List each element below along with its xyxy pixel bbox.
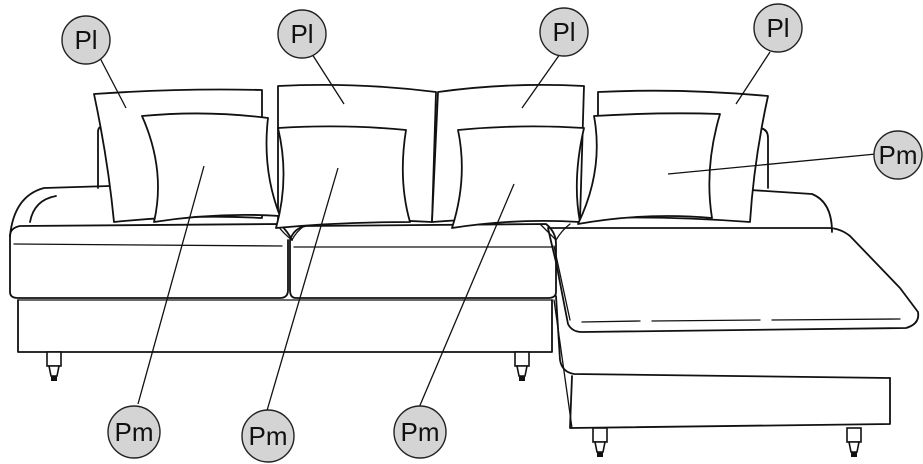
foot-front-left: [46, 351, 62, 381]
foot-front-mid: [514, 351, 530, 381]
leader-lines: [99, 51, 877, 415]
medium-pillow-4: [577, 112, 721, 225]
sofa-body: [9, 125, 920, 429]
callout-pm-right: Pm: [873, 130, 923, 180]
callout-label: Pl: [74, 25, 97, 55]
callout-label: Pm: [249, 421, 288, 451]
foot-chaise-left: [592, 427, 608, 457]
callout-pm-3: Pm: [393, 405, 447, 459]
callout-label: Pl: [552, 17, 575, 47]
callout-pl-2: Pl: [277, 9, 327, 59]
medium-pillows: [141, 112, 721, 229]
callout-pl-3: Pl: [539, 7, 589, 57]
callout-label: Pl: [766, 13, 789, 43]
callout-label: Pl: [290, 19, 313, 49]
callout-pm-2: Pm: [241, 409, 295, 463]
sofa-feet: [46, 351, 862, 457]
medium-pillow-3: [451, 125, 585, 229]
callout-label: Pm: [401, 417, 440, 447]
callout-label: Pm: [879, 140, 918, 170]
callout-pl-1: Pl: [61, 15, 111, 65]
callout-pm-1: Pm: [107, 405, 161, 459]
callout-pl-4: Pl: [753, 3, 803, 53]
foot-chaise-right: [846, 427, 862, 457]
medium-pillow-1: [141, 112, 281, 223]
callout-label: Pm: [115, 417, 154, 447]
medium-pillow-2: [275, 125, 411, 229]
